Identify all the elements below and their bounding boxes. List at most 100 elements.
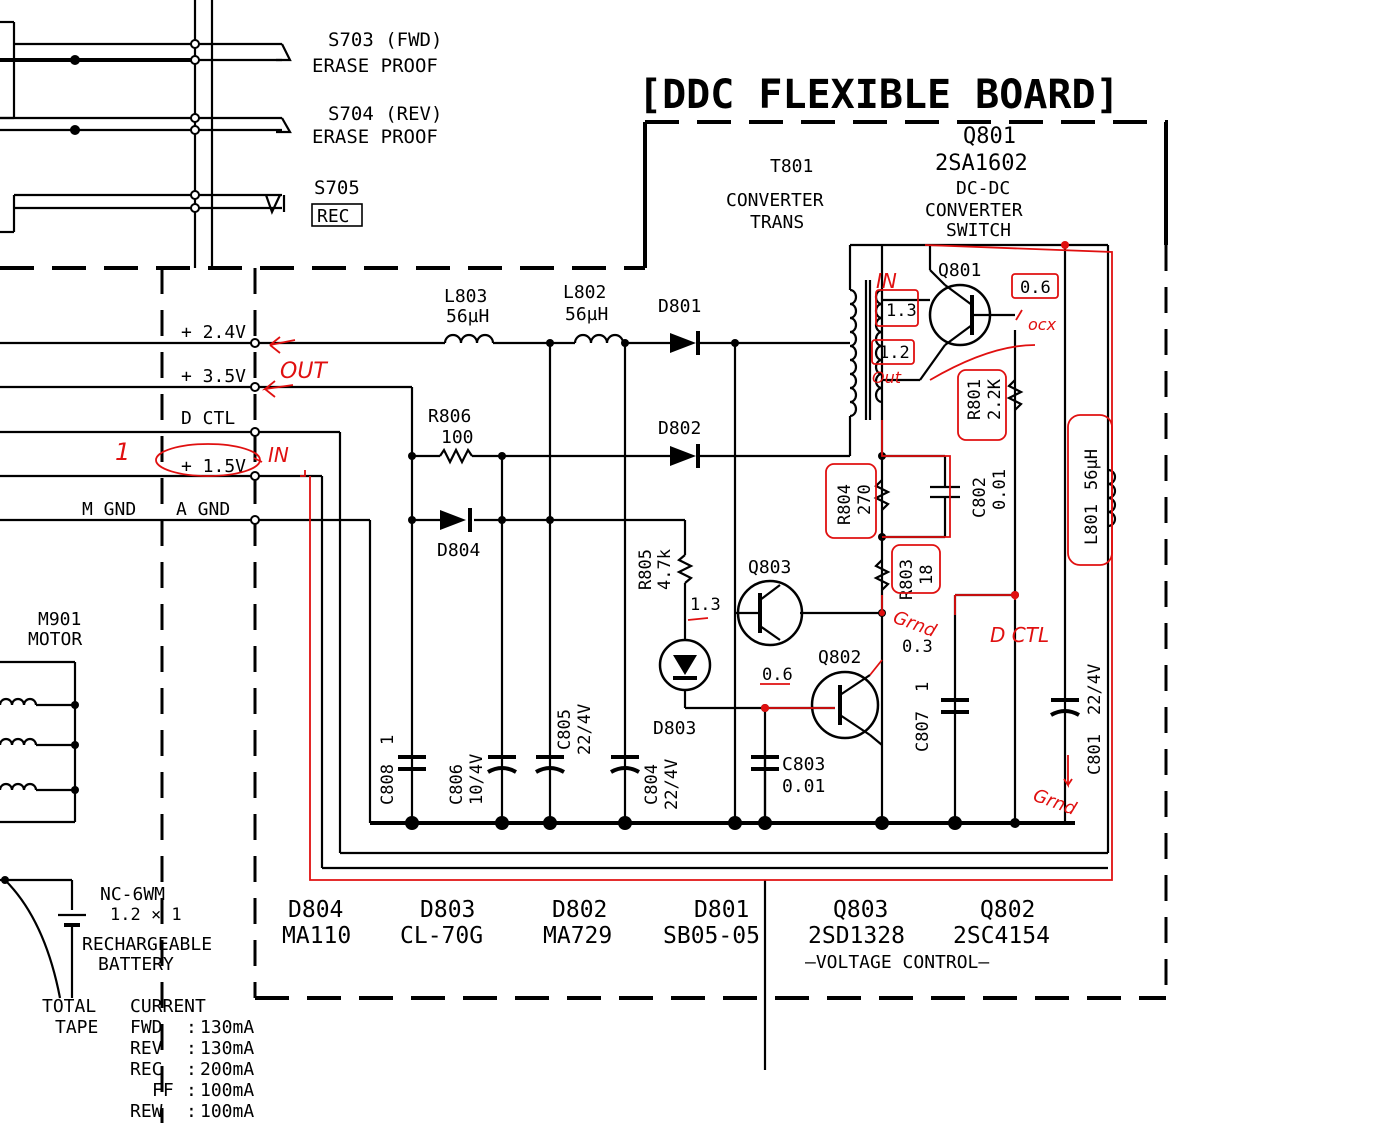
battery-desc1: RECHARGEABLE bbox=[82, 934, 212, 955]
ct-mode-3: FF bbox=[152, 1080, 174, 1101]
c808-val: 1 bbox=[378, 735, 398, 745]
diodes bbox=[440, 331, 712, 692]
pl-ref-3: D801 bbox=[694, 897, 749, 923]
ct-colon-0: : bbox=[186, 1017, 197, 1038]
s704-ref: S704 (REV) bbox=[328, 103, 442, 125]
c801-val: 22/4V bbox=[1085, 664, 1105, 715]
connector: + 2.4V + 3.5V D CTL + 1.5V M GND A GND bbox=[0, 322, 260, 525]
q801-ref: Q801 bbox=[963, 124, 1016, 149]
pl-part-0: MA110 bbox=[282, 923, 351, 949]
anno-in-q801: IN bbox=[876, 269, 897, 293]
anno-grnd2: Grnd bbox=[1030, 785, 1079, 820]
anno-ocx: ocx bbox=[1028, 315, 1057, 334]
l801-val: 56µH bbox=[1082, 449, 1102, 490]
c803-ref: C803 bbox=[782, 754, 825, 775]
q802-transistor bbox=[810, 670, 883, 746]
conn-1v5: + 1.5V bbox=[181, 456, 246, 477]
pl-ref-5: Q802 bbox=[980, 897, 1035, 923]
r804-val: 270 bbox=[855, 484, 875, 515]
q803-transistor bbox=[735, 579, 804, 647]
anno-dctl: D CTL bbox=[990, 623, 1049, 647]
pl-part-2: MA729 bbox=[543, 923, 612, 949]
t801-func1: CONVERTER bbox=[726, 190, 824, 211]
parts-list: D804 MA110 D803 CL-70G D802 MA729 D801 S… bbox=[282, 897, 1050, 973]
battery-spec: 1.2 × 1 bbox=[110, 905, 182, 925]
v-q803-base: 1.3 bbox=[690, 595, 721, 615]
ct-colon-3: : bbox=[186, 1080, 197, 1101]
r801-ref: R801 bbox=[965, 379, 985, 420]
pl-ref-1: D803 bbox=[420, 897, 475, 923]
anno-out-left: OUT bbox=[280, 359, 328, 384]
t801-ref: T801 bbox=[770, 156, 813, 177]
switch-section: S703 (FWD) ERASE PROOF S704 (REV) ERASE … bbox=[0, 0, 442, 268]
pl-ref-0: D804 bbox=[288, 897, 343, 923]
c801-ref: C801 bbox=[1085, 734, 1105, 775]
ct-val-3: 100mA bbox=[200, 1080, 254, 1101]
anno-out-q801: Out bbox=[872, 368, 902, 387]
anno-in-left: IN bbox=[268, 443, 289, 467]
v-q802-coll: 0.3 bbox=[902, 637, 933, 657]
ct-title2: CURRENT bbox=[130, 996, 206, 1017]
s704-desc: ERASE PROOF bbox=[312, 126, 438, 148]
c806-ref: C806 bbox=[447, 764, 467, 805]
anno-one: 1 bbox=[115, 438, 130, 466]
board-outline bbox=[0, 120, 1168, 1123]
c804-val: 22/4V bbox=[662, 759, 682, 810]
r805-ref: R805 bbox=[636, 549, 656, 590]
c802-val: 0.01 bbox=[990, 469, 1010, 510]
v-q801-out: 0.6 bbox=[1020, 278, 1051, 298]
t801-func2: TRANS bbox=[750, 212, 804, 233]
s705-ref: S705 bbox=[314, 177, 360, 199]
pl-ref-2: D802 bbox=[552, 897, 607, 923]
c803-val: 0.01 bbox=[782, 776, 825, 797]
q801-func2: CONVERTER bbox=[925, 200, 1023, 221]
pl-ref-4: Q803 bbox=[833, 897, 888, 923]
ct-mode-1: REV bbox=[130, 1038, 163, 1059]
ct-title1: TOTAL bbox=[42, 996, 96, 1017]
voltage-control-label: —VOLTAGE CONTROL— bbox=[805, 952, 989, 973]
capacitors bbox=[398, 468, 1117, 823]
r804-ref: R804 bbox=[835, 484, 855, 525]
v-q802-base: 0.6 bbox=[762, 665, 793, 685]
ct-mode-2: REC bbox=[130, 1059, 163, 1080]
ct-colon-2: : bbox=[186, 1059, 197, 1080]
v-q801-in: 1.3 bbox=[886, 301, 917, 321]
r806-ref: R806 bbox=[428, 406, 471, 427]
r803-ref: R803 bbox=[897, 559, 917, 600]
q801-func1: DC-DC bbox=[956, 178, 1010, 199]
battery-desc2: BATTERY bbox=[98, 954, 174, 975]
pl-part-1: CL-70G bbox=[400, 923, 483, 949]
conn-agnd: A GND bbox=[176, 499, 230, 520]
v-q801-emit: 1.2 bbox=[879, 343, 910, 363]
ct-val-4: 100mA bbox=[200, 1101, 254, 1122]
pl-part-4: 2SD1328 bbox=[808, 923, 905, 949]
q801-body-ref: Q801 bbox=[938, 260, 981, 281]
d803-ref: D803 bbox=[653, 718, 696, 739]
battery-ref: NC-6WM bbox=[100, 884, 165, 905]
q801-func3: SWITCH bbox=[946, 220, 1011, 241]
ct-val-1: 130mA bbox=[200, 1038, 254, 1059]
c802-ref: C802 bbox=[970, 477, 990, 518]
c806-val: 10/4V bbox=[467, 754, 487, 805]
q803-ref: Q803 bbox=[748, 557, 791, 578]
ct-val-0: 130mA bbox=[200, 1017, 254, 1038]
l801-ref: L801 bbox=[1082, 504, 1102, 545]
battery-section: NC-6WM 1.2 × 1 RECHARGEABLE BATTERY bbox=[0, 876, 212, 999]
ct-mode-0: FWD bbox=[130, 1017, 163, 1038]
conn-3v5: + 3.5V bbox=[181, 366, 246, 387]
s703-desc: ERASE PROOF bbox=[312, 55, 438, 77]
s703-ref: S703 (FWD) bbox=[328, 29, 442, 51]
r806-val: 100 bbox=[441, 427, 474, 448]
conn-2v4: + 2.4V bbox=[181, 322, 246, 343]
l803-val: 56µH bbox=[446, 306, 489, 327]
ct-colon-1: : bbox=[186, 1038, 197, 1059]
d802-ref: D802 bbox=[658, 418, 701, 439]
conn-dctl: D CTL bbox=[181, 408, 235, 429]
ct-val-2: 200mA bbox=[200, 1059, 254, 1080]
l802-ref: L802 bbox=[563, 282, 606, 303]
current-table: TOTAL CURRENT TAPE FWD 130mA REV 130mA R… bbox=[42, 996, 254, 1122]
r803-val: 18 bbox=[917, 565, 937, 585]
conn-mgnd: M GND bbox=[82, 499, 136, 520]
c804-ref: C804 bbox=[642, 764, 662, 805]
